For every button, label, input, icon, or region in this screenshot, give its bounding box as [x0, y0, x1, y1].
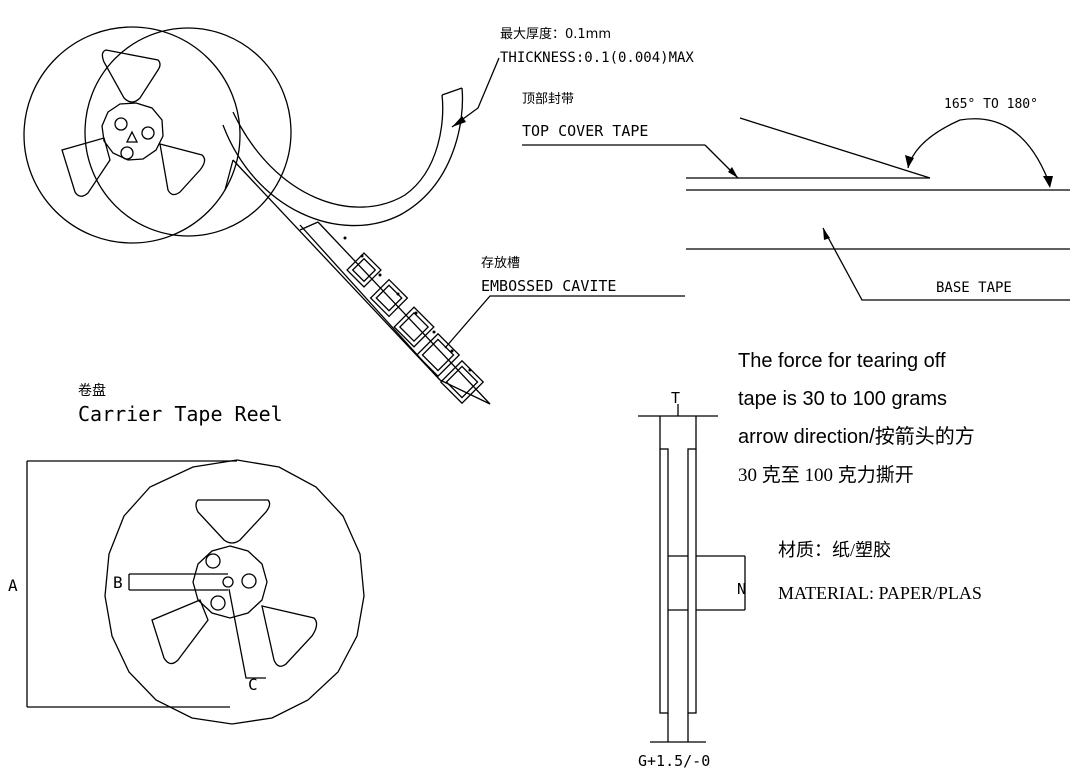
reel-window: [101, 49, 161, 103]
strip-top: [299, 221, 319, 231]
reel-title-en: Carrier Tape Reel: [78, 402, 283, 426]
reel-window: [261, 605, 318, 667]
cover-tape-edge: [222, 87, 464, 227]
pocket-inner: [445, 365, 479, 399]
reel-title-cn: 卷盘: [78, 382, 106, 399]
peeled-cover-tape: [739, 117, 931, 179]
dim-n-label: N: [737, 580, 746, 598]
top-cover-label-en: TOP COVER TAPE: [522, 122, 648, 140]
cavity-leader: [444, 295, 685, 349]
pocket: [393, 306, 435, 348]
angle-arrowhead: [905, 155, 914, 168]
cover-tape-edge: [232, 94, 444, 208]
side-flange: [687, 448, 697, 714]
hub-hole: [241, 573, 257, 589]
sprocket-holes: [343, 236, 472, 372]
hub-hole: [210, 595, 226, 611]
reel-window: [151, 599, 209, 665]
thickness-label-en: THICKNESS:0.1(0.004)MAX: [500, 50, 694, 66]
angle-arc: [907, 118, 1049, 181]
reel-window: [61, 137, 111, 197]
dim-c-leader: [228, 588, 266, 679]
hub-hole: [141, 126, 155, 140]
hub-hole: [205, 553, 221, 569]
dim-b-label: B: [113, 573, 123, 592]
hub-center-mark: [125, 130, 139, 143]
force-note-line2: tape is 30 to 100 grams: [738, 388, 947, 410]
peel-diagram: [522, 117, 1070, 301]
hub-hole: [120, 146, 134, 160]
reel-front-flange: [23, 26, 241, 244]
leader-arrowhead: [452, 116, 466, 127]
pocket-inner: [375, 284, 403, 312]
material-label-en: MATERIAL: PAPER/PLAS: [778, 583, 982, 603]
cover-tape-curl: [222, 57, 500, 227]
reel-outline: [104, 459, 365, 725]
pocket-inner: [351, 257, 377, 283]
center-hole: [222, 576, 234, 588]
strip-edge: [232, 159, 441, 381]
dim-a-label: A: [8, 576, 18, 595]
angle-arrowhead: [1043, 176, 1053, 188]
strip-edge: [317, 221, 491, 405]
hub-hole: [114, 117, 128, 131]
dim-t-label: T: [671, 389, 680, 407]
reel-window: [195, 499, 271, 544]
reel-hub: [101, 102, 164, 161]
thickness-leader: [451, 57, 500, 128]
dim-c-label: C: [248, 675, 258, 694]
reel-back-flange: [84, 27, 292, 237]
strip-edge: [224, 159, 234, 191]
reel-perspective: [23, 26, 292, 244]
pocket: [346, 252, 382, 288]
force-note-line4: 30 克至 100 克力撕开: [738, 464, 914, 486]
thickness-label-cn: 最大厚度：0.1mm: [500, 26, 611, 42]
force-note-line1: The force for tearing off: [738, 350, 946, 372]
angle-label: 165° TO 180°: [944, 97, 1038, 112]
leader-arrowhead: [823, 228, 830, 240]
cavity-label-cn: 存放槽: [481, 256, 520, 271]
side-flange: [659, 448, 669, 714]
reel-side-view: [638, 404, 746, 743]
top-cover-label-cn: 顶部封带: [522, 92, 574, 107]
base-tape-label: BASE TAPE: [936, 280, 1012, 296]
reel-window: [159, 143, 206, 196]
material-label-cn: 材质：纸/塑胶: [778, 540, 891, 560]
cavity-label-en: EMBOSSED CAVITE: [481, 277, 616, 295]
force-note-line3: arrow direction/按箭头的方: [738, 425, 975, 448]
strip-edge: [299, 224, 441, 381]
reel-front-view: [26, 459, 365, 725]
cover-tape-end: [441, 87, 463, 96]
leader-arrowhead: [728, 167, 738, 178]
dim-g-label: G+1.5/-0: [638, 752, 710, 770]
reel-hub: [192, 545, 268, 619]
base-tape-leader: [822, 227, 1070, 301]
pocket: [439, 359, 485, 405]
carrier-tape-strip: [224, 159, 685, 405]
pocket: [369, 278, 409, 318]
pocket-inner: [398, 311, 430, 343]
